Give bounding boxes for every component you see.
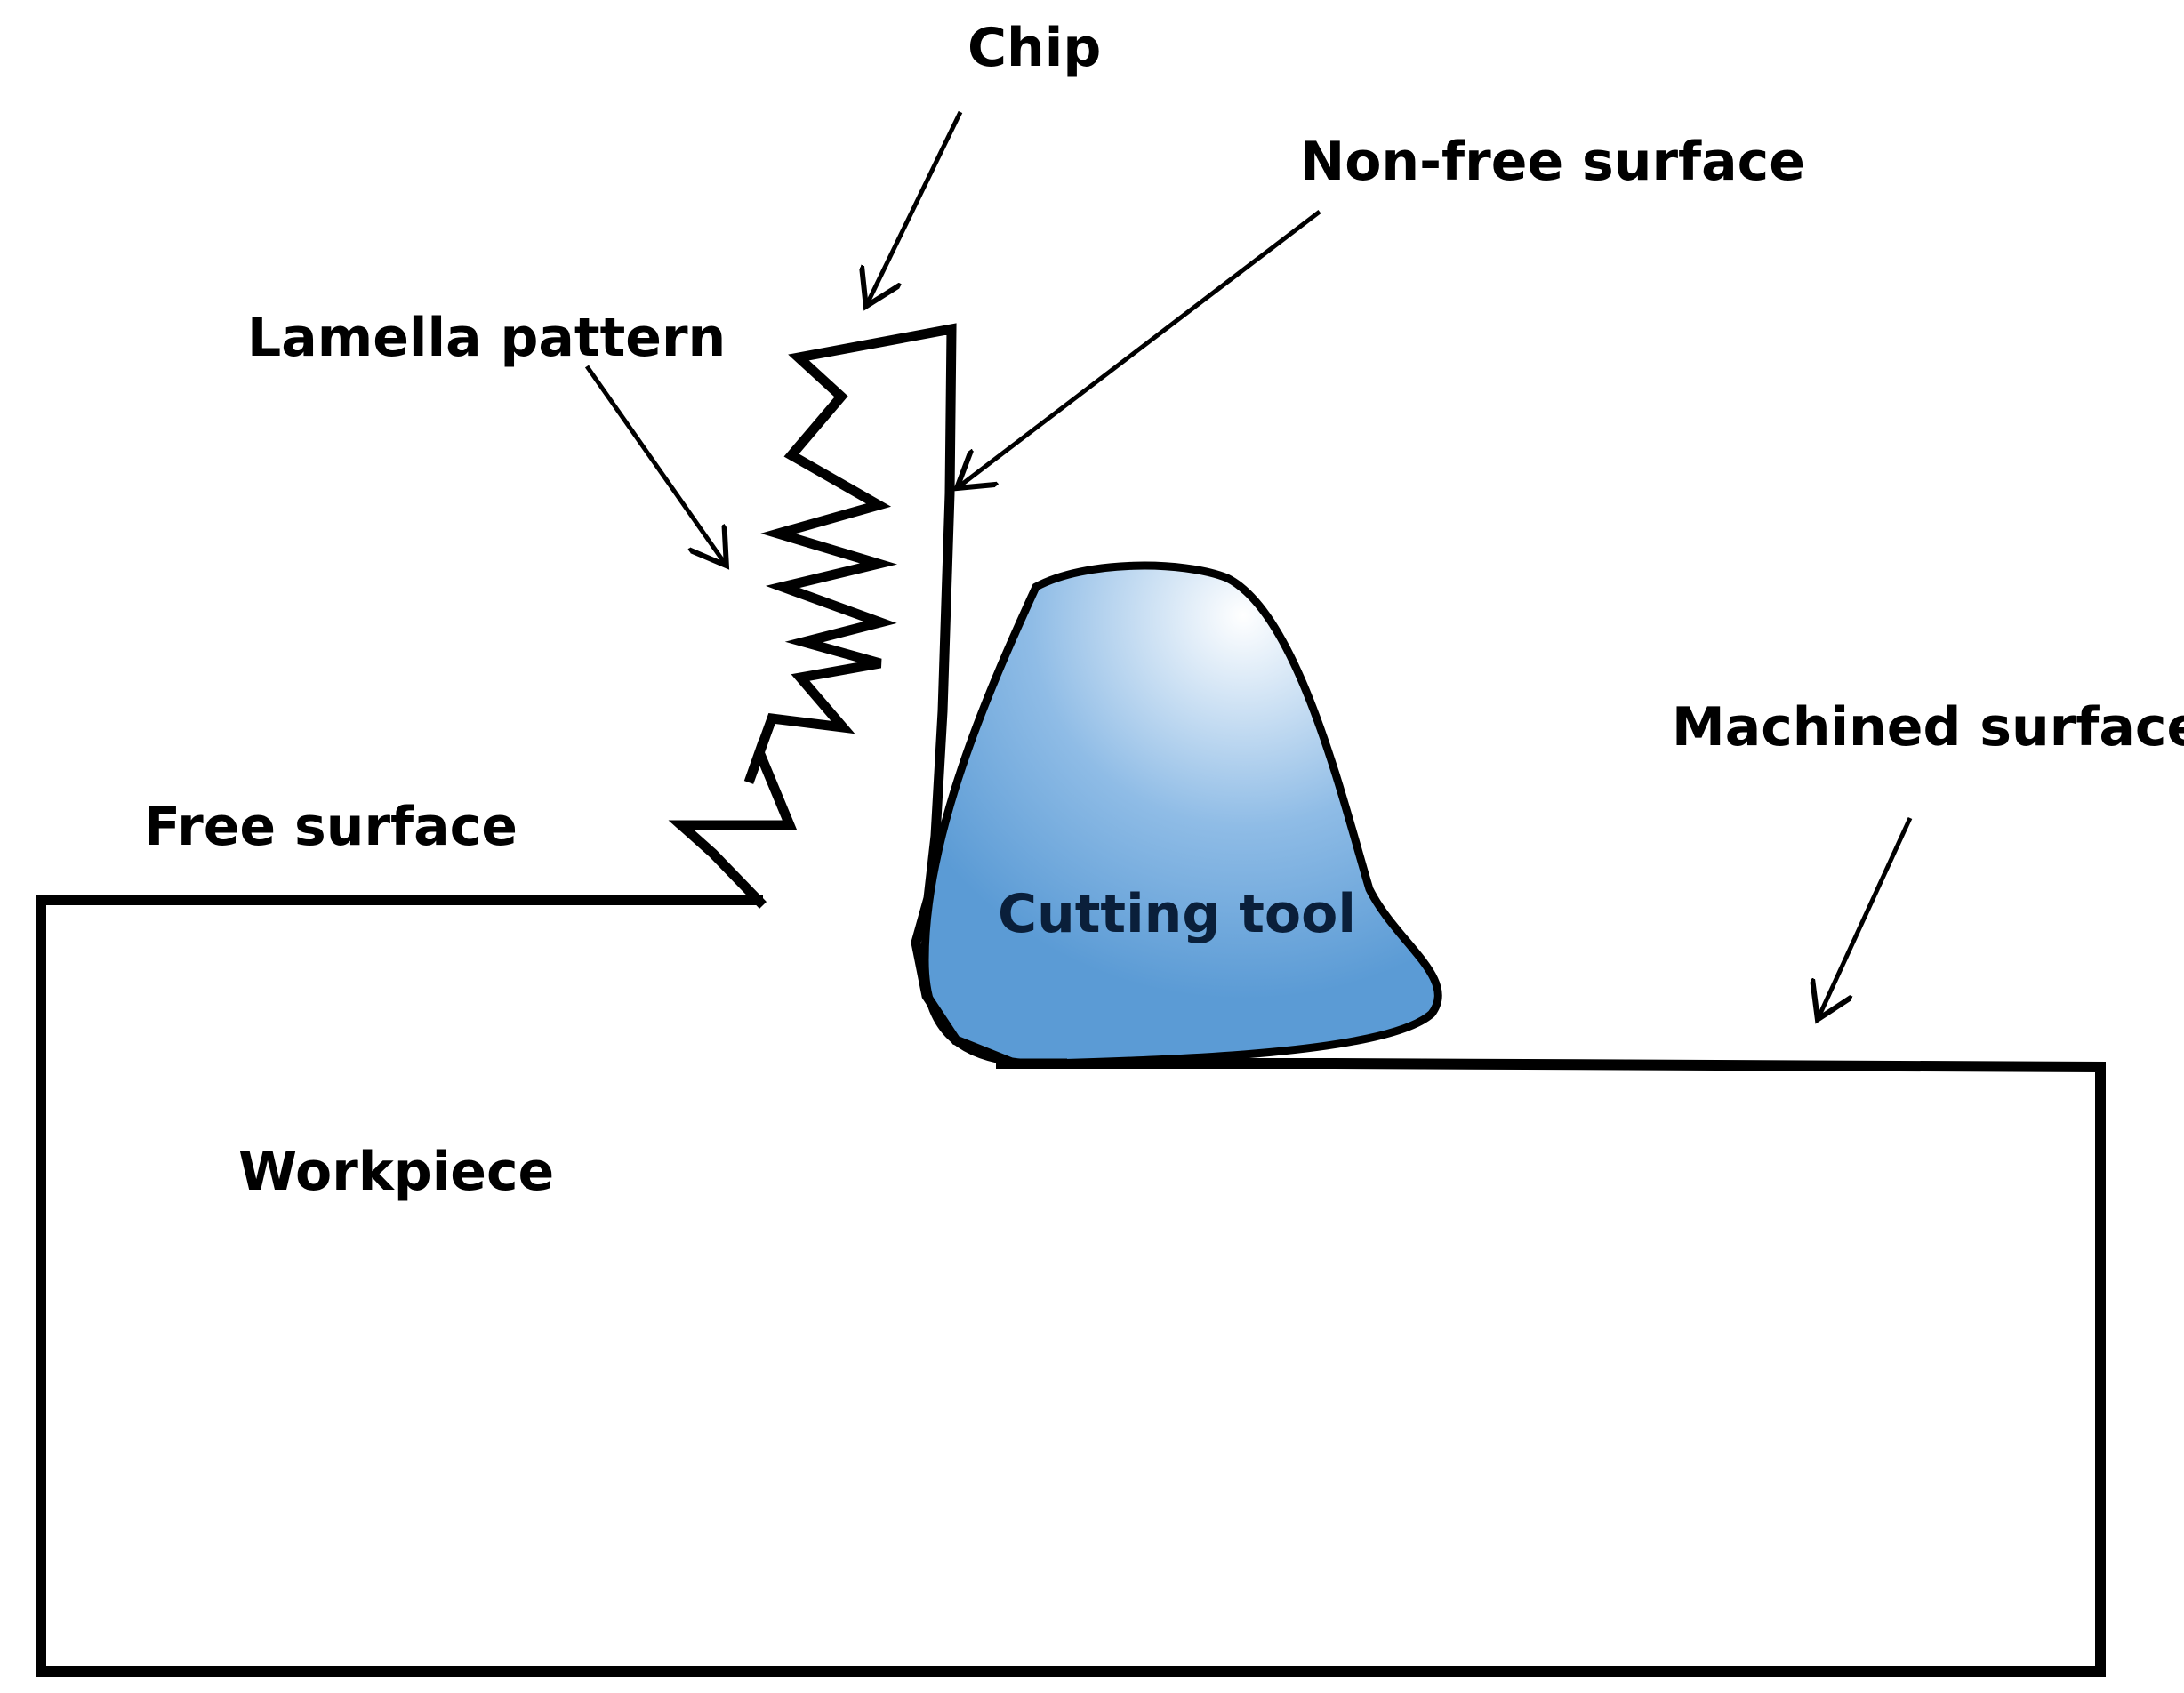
free-surface-label: Free surface [144, 796, 518, 858]
chip-label: Chip [968, 17, 1102, 79]
machined-surface-arrow [1819, 816, 1913, 1015]
workpiece-outline [36, 895, 2106, 1677]
lamella-pattern-label: Lamella pattern [247, 307, 727, 369]
chip-outline [668, 323, 1067, 1069]
non-free-surface-arrow [960, 210, 1321, 485]
non-free-surface-label: Non-free surface [1300, 131, 1805, 193]
workpiece-label: Workpiece [238, 1141, 555, 1203]
chip-arrow [868, 110, 963, 302]
lamella-pattern-arrow [584, 365, 724, 562]
cutting-tool-shape [920, 561, 1442, 1068]
machined-surface-label: Machined surface [1672, 696, 2184, 758]
cutting-tool-label: Cutting tool [998, 883, 1356, 945]
